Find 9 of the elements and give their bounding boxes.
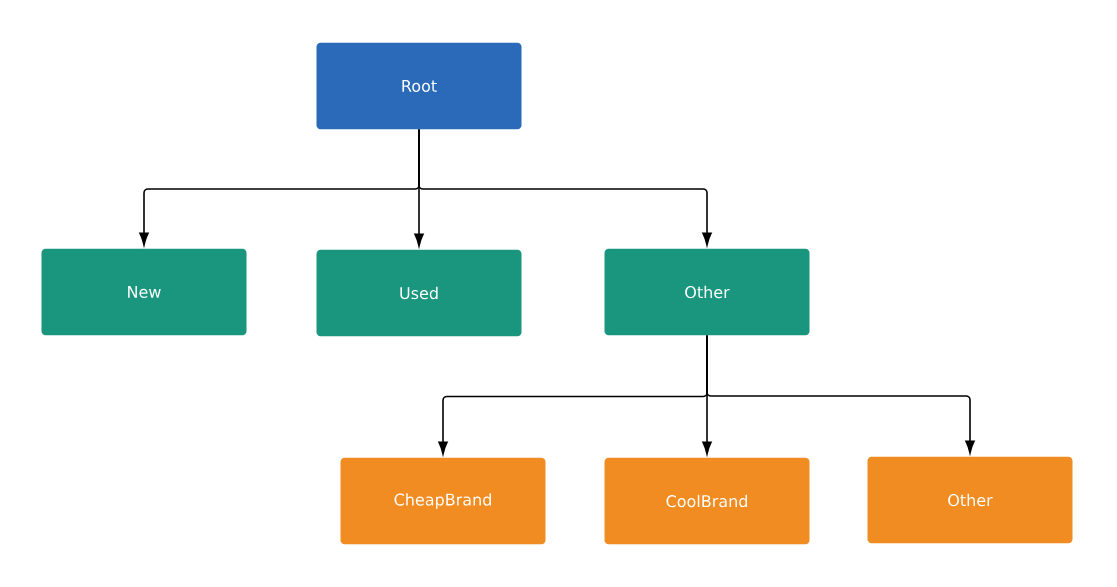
tree-box: Used [316,249,522,337]
tree-box: CheapBrand [340,457,546,545]
tree-box: Root [316,42,522,130]
tree-box: Other [604,248,810,336]
tree-box: Other [867,456,1073,544]
tree-box: New [41,248,247,336]
arrow [706,334,975,454]
arrow [418,128,712,246]
tree-box: CoolBrand [604,457,810,545]
